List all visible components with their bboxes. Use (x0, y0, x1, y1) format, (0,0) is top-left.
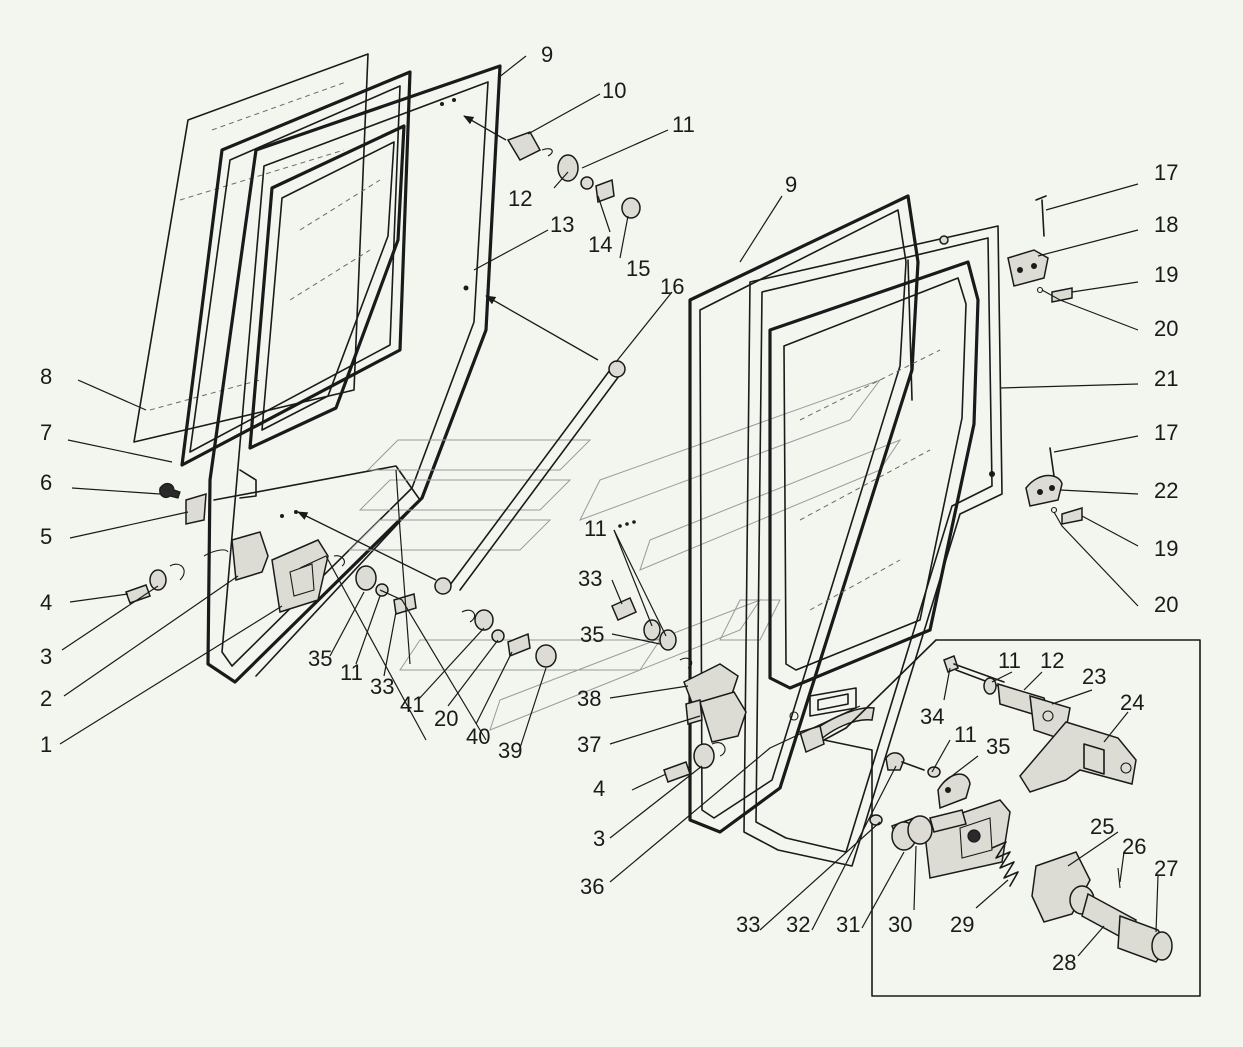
callout-10: 10 (602, 78, 626, 103)
callout-15: 15 (626, 256, 650, 281)
callout-25: 25 (1090, 814, 1114, 839)
callout-20b: 20 (1154, 592, 1178, 617)
right-hinges (1007, 195, 1083, 525)
callout-29: 29 (950, 912, 974, 937)
assembly-arrows (297, 115, 599, 581)
callout-1: 1 (40, 732, 52, 757)
detail-inset (823, 639, 1201, 997)
callout-20: 20 (1154, 316, 1178, 341)
callout-35: 35 (580, 622, 604, 647)
callout-4b: 4 (593, 776, 605, 801)
leader-lines (59, 55, 1159, 957)
callout-6: 6 (40, 470, 52, 495)
callout-36: 36 (580, 874, 604, 899)
left-door-window (248, 124, 406, 450)
callout-11d: 11 (998, 648, 1021, 673)
callout-12b: 12 (1040, 648, 1064, 673)
callout-19: 19 (1154, 262, 1178, 287)
callout-20c: 20 (434, 706, 458, 731)
callout-32: 32 (786, 912, 810, 937)
callout-30: 30 (888, 912, 912, 937)
callout-41: 41 (400, 692, 424, 717)
callout-7: 7 (40, 420, 52, 445)
callout-18: 18 (1154, 212, 1178, 237)
callout-13: 13 (550, 212, 574, 237)
callout-26: 26 (1122, 834, 1146, 859)
callout-35b: 35 (308, 646, 332, 671)
callout-12: 12 (508, 186, 532, 211)
callout-33b: 33 (370, 674, 394, 699)
callout-33c: 33 (736, 912, 760, 937)
right-door-group (688, 194, 1003, 867)
left-door-frame (206, 64, 502, 684)
callout-31: 31 (836, 912, 860, 937)
callout-11b: 11 (584, 516, 607, 541)
right-door-seal (688, 194, 920, 834)
callout-16: 16 (660, 274, 684, 299)
glass-pane (133, 53, 369, 443)
callout-23: 23 (1082, 664, 1106, 689)
support-rod-16 (434, 360, 626, 595)
callout-17b: 17 (1154, 420, 1178, 445)
callout-35c: 35 (986, 734, 1010, 759)
callout-28: 28 (1052, 950, 1076, 975)
callout-33: 33 (578, 566, 602, 591)
callout-38: 38 (577, 686, 601, 711)
callout-11e: 11 (954, 722, 977, 747)
callout-labels: 8 7 6 5 4 3 2 1 9 10 11 12 13 14 15 16 9… (40, 42, 1178, 975)
callout-27: 27 (1154, 856, 1178, 881)
callout-14: 14 (588, 232, 612, 257)
right-lock-parts (611, 520, 747, 783)
callout-9: 9 (541, 42, 553, 67)
callout-5: 5 (40, 524, 52, 549)
callout-8: 8 (40, 364, 52, 389)
left-door-group (133, 53, 502, 684)
right-door-window (768, 260, 980, 690)
callout-24: 24 (1120, 690, 1144, 715)
callout-39: 39 (498, 738, 522, 763)
right-door-panel (743, 225, 1003, 867)
callout-11: 11 (672, 112, 695, 137)
callout-9b: 9 (785, 172, 797, 197)
callout-2: 2 (40, 686, 52, 711)
callout-17: 17 (1154, 160, 1178, 185)
callout-3: 3 (40, 644, 52, 669)
callout-19b: 19 (1154, 536, 1178, 561)
callout-3b: 3 (593, 826, 605, 851)
left-hinge-10 (506, 131, 641, 219)
callout-11c: 11 (340, 660, 363, 685)
callout-22: 22 (1154, 478, 1178, 503)
callout-4: 4 (40, 590, 52, 615)
callout-34: 34 (920, 704, 944, 729)
callout-21: 21 (1154, 366, 1178, 391)
callout-40: 40 (466, 724, 490, 749)
glass-seal (180, 70, 412, 467)
left-lock-parts (125, 482, 557, 668)
callout-37: 37 (577, 732, 601, 757)
